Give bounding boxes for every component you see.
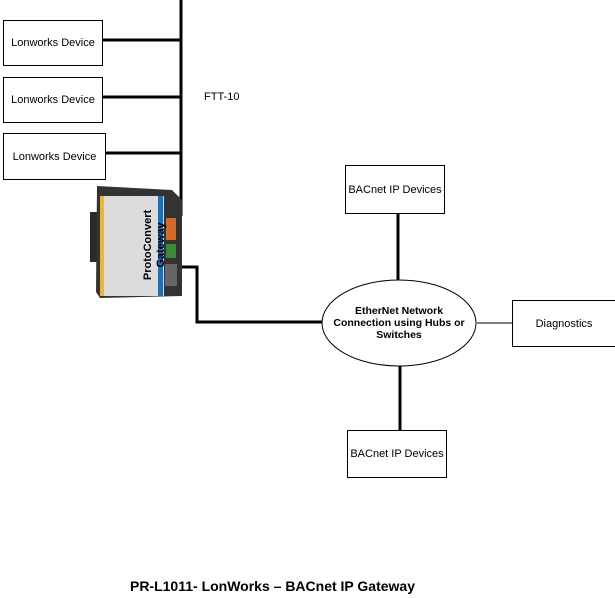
gateway-label-line1: ProtoConvert — [142, 209, 154, 281]
diagram-title: PR-L1011- LonWorks – BACnet IP Gateway — [129, 578, 415, 594]
bacnet-devices-top: BACnet IP Devices — [345, 165, 445, 214]
lonworks-device-1: Lonworks Device — [3, 20, 103, 66]
network-label-line2: Connection using Hubs or — [333, 317, 465, 329]
network-label-line3: Switches — [376, 329, 422, 341]
bacnet-devices-label: BACnet IP Devices — [350, 448, 444, 460]
gateway-label-line2: Gateway — [155, 222, 167, 268]
lonworks-device-label: Lonworks Device — [11, 37, 95, 49]
network-label-line1: EtherNet Network — [354, 305, 444, 317]
bacnet-devices-label: BACnet IP Devices — [348, 183, 442, 196]
lonworks-device-2: Lonworks Device — [3, 77, 103, 123]
bacnet-devices-bottom: BACnet IP Devices — [347, 430, 447, 478]
network-label: EtherNet Network Connection using Hubs o… — [322, 280, 476, 366]
lonworks-device-3: Lonworks Device — [3, 133, 106, 180]
gateway-device — [90, 186, 182, 298]
ethernet-link — [176, 265, 322, 324]
lonworks-device-label: Lonworks Device — [12, 150, 97, 163]
diagnostics-label: Diagnostics — [535, 317, 593, 330]
network-ellipse — [321, 279, 477, 367]
lonworks-device-label: Lonworks Device — [11, 94, 95, 106]
bus-label: FTT-10 — [204, 91, 240, 103]
gateway-label: ProtoConvert Gateway — [142, 185, 168, 305]
diagnostics-box: Diagnostics — [512, 300, 615, 347]
